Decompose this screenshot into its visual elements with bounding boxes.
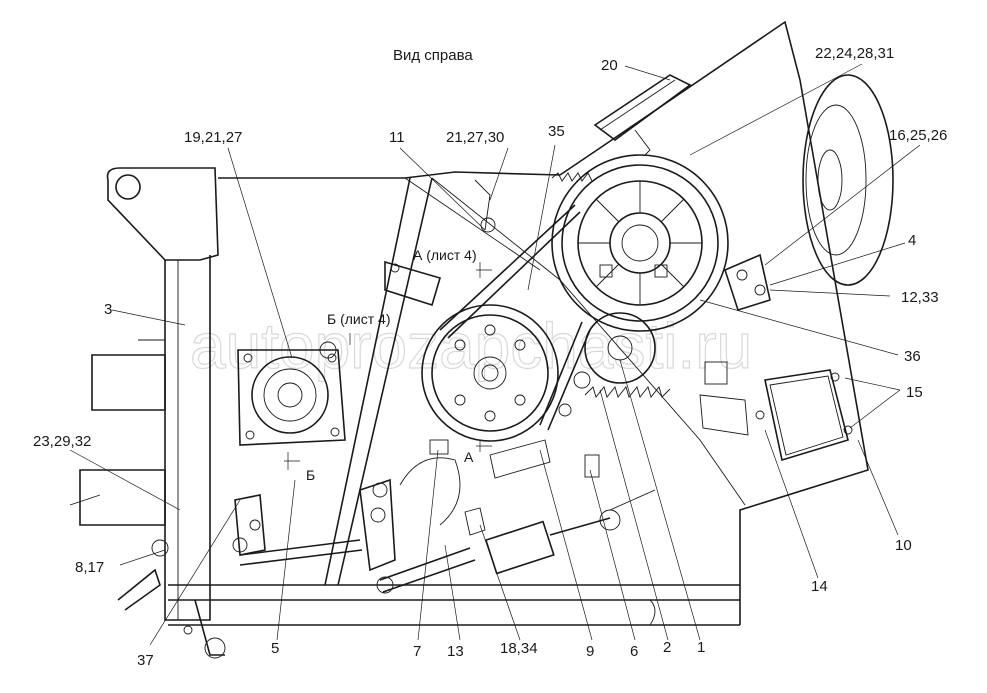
callout-18-34: 18,34 <box>500 640 538 657</box>
callout-13: 13 <box>447 643 464 660</box>
spring-35 <box>551 172 593 182</box>
hydraulic-cylinder <box>376 489 656 594</box>
watermark-text: autoprozapchasti.ru <box>190 310 752 382</box>
cover-part-20 <box>593 74 692 156</box>
view-title: Вид справа <box>393 47 473 64</box>
bracket-11 <box>384 179 496 307</box>
callout-16-25-26: 16,25,26 <box>889 127 947 144</box>
callout-37: 37 <box>137 652 154 669</box>
callout-8-17: 8,17 <box>75 559 104 576</box>
large-pulley <box>551 154 729 332</box>
callout-14: 14 <box>811 578 828 595</box>
section-b-lower: Б <box>306 467 315 483</box>
callout-12-33: 12,33 <box>901 289 939 306</box>
callout-7: 7 <box>413 643 421 660</box>
callout-11: 11 <box>389 129 405 146</box>
section-a-sheet: А (лист 4) <box>413 247 477 263</box>
tension-pulley <box>558 312 656 417</box>
callout-4: 4 <box>908 232 916 249</box>
drive-belt <box>439 204 591 431</box>
callout-9: 9 <box>586 643 594 660</box>
section-b-sheet: Б (лист 4) <box>327 311 390 327</box>
left-levers <box>69 494 169 611</box>
callout-6: 6 <box>630 643 638 660</box>
bracket-4 <box>724 253 771 311</box>
lever-assembly <box>232 457 461 572</box>
callout-1: 1 <box>697 639 705 656</box>
callout-23-29-32: 23,29,32 <box>33 433 91 450</box>
leader-lines <box>69 63 921 646</box>
tension-spring <box>584 386 671 398</box>
callout-19-21-27: 19,21,27 <box>184 129 242 146</box>
middle-pulley <box>421 304 559 442</box>
callout-2: 2 <box>663 639 671 656</box>
wheel-rim <box>802 74 894 286</box>
callout-3: 3 <box>104 301 112 318</box>
callout-36: 36 <box>904 348 921 365</box>
callout-22-24-28-31: 22,24,28,31 <box>815 45 894 62</box>
callout-15: 15 <box>906 384 923 401</box>
handle-guard <box>699 361 853 462</box>
callout-21-27-30: 21,27,30 <box>446 129 504 146</box>
small-fittings <box>429 439 600 536</box>
section-markers <box>284 262 492 470</box>
callout-10: 10 <box>895 537 912 554</box>
frame-outline <box>79 20 869 659</box>
callout-35: 35 <box>548 123 565 140</box>
bearing-housing <box>237 341 346 446</box>
callout-5: 5 <box>271 640 279 657</box>
section-a-lower: А <box>464 449 474 465</box>
callout-20: 20 <box>601 57 618 74</box>
